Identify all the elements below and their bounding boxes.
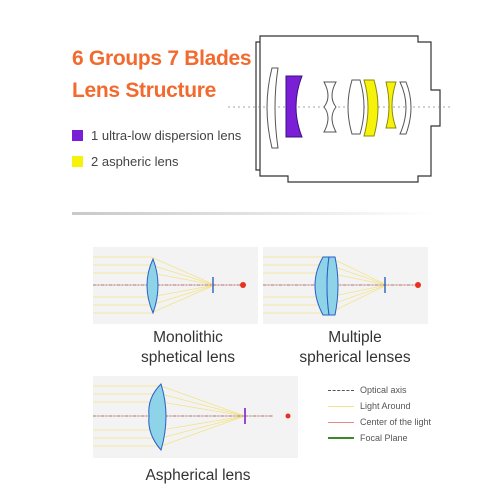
focal-point-dot	[285, 413, 291, 419]
lens-structure-diagram	[228, 35, 450, 183]
panel-background	[93, 376, 298, 458]
legend-label-ud-lens: 1 ultra-low dispersion lens	[91, 127, 242, 143]
focal-point-dot	[415, 282, 421, 288]
yellow-swatch	[72, 155, 83, 167]
key-label-light-around: Light Around	[360, 401, 411, 411]
title-line-2: Lens Structure	[72, 79, 216, 102]
key-focal-plane: Focal Plane	[328, 431, 408, 445]
key-label-optical-axis: Optical axis	[360, 385, 407, 395]
ud-lens-element	[285, 75, 303, 138]
caption-monolithic-line-2: sphetical lens	[141, 349, 235, 366]
legend-item-ud-lens: 1 ultra-low dispersion lens	[72, 125, 241, 145]
caption-multiple-line-1: Multiple	[328, 329, 382, 346]
lens-element-3	[323, 81, 337, 133]
aspherical-lens-panel	[93, 376, 298, 458]
light-around-rays	[93, 385, 246, 447]
panel-background	[263, 247, 428, 324]
lens-barrel-outline	[259, 35, 441, 183]
light-around-rays	[93, 256, 216, 314]
key-light-around: Light Around	[328, 399, 411, 413]
legend-label-aspheric: 2 aspheric lens	[91, 153, 179, 169]
purple-swatch	[72, 129, 83, 141]
barrel-mount-edge	[255, 41, 260, 171]
key-swatch-optical-axis	[328, 389, 354, 391]
key-swatch-center-light	[328, 421, 354, 423]
panel-background	[93, 247, 258, 324]
lens-element-7	[399, 81, 412, 135]
caption-monolithic-line-1: Monolithic	[153, 329, 223, 346]
spherical-lens-rear	[326, 256, 339, 316]
aspherical-lens-shape	[148, 383, 167, 452]
aspheric-lens-element-2	[385, 81, 397, 129]
key-center-light: Center of the light	[328, 415, 431, 429]
key-label-center-light: Center of the light	[360, 417, 432, 427]
focal-point-dot	[240, 282, 246, 288]
caption-multiple: Multiple spherical lenses	[275, 328, 435, 368]
lens-element-4	[347, 79, 365, 135]
key-optical-axis: Optical axis	[328, 383, 407, 397]
key-label-focal-plane: Focal Plane	[360, 433, 408, 443]
key-swatch-focal-plane	[328, 437, 354, 439]
multiple-lenses-panel	[263, 247, 428, 324]
title-line-1: 6 Groups 7 Blades	[72, 47, 252, 70]
monolithic-lens-panel	[93, 247, 258, 324]
caption-aspherical: Aspherical lens	[145, 467, 251, 484]
legend-item-aspheric: 2 aspheric lens	[72, 151, 178, 171]
aspheric-lens-element-1	[363, 79, 379, 137]
section-divider	[72, 212, 434, 215]
spherical-lens-shape	[146, 257, 159, 315]
caption-monolithic: Monolithic sphetical lens	[113, 328, 263, 368]
key-swatch-light-around	[328, 405, 354, 407]
lens-element-1	[266, 67, 279, 149]
caption-multiple-line-2: spherical lenses	[299, 349, 411, 366]
